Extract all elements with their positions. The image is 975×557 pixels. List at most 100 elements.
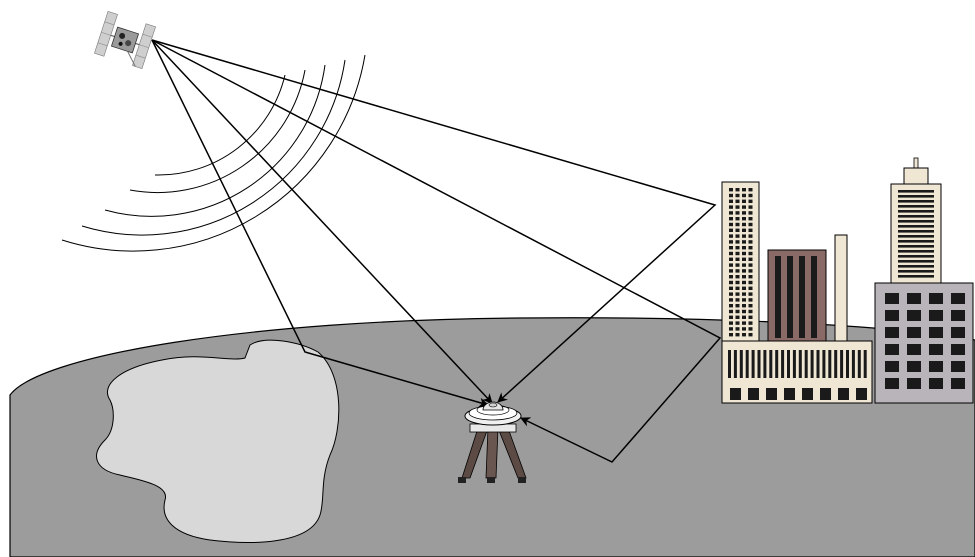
- building-window: [851, 350, 855, 378]
- building-window: [742, 292, 746, 296]
- building-window: [885, 327, 899, 338]
- building-window: [729, 292, 733, 296]
- building-window: [929, 293, 943, 304]
- building-window: [735, 222, 740, 227]
- building-window: [729, 234, 733, 238]
- building-window: [735, 199, 740, 203]
- building-window: [929, 378, 943, 389]
- building-window: [735, 257, 740, 261]
- building-window: [729, 286, 733, 290]
- building-window: [729, 263, 733, 267]
- building-window: [802, 388, 813, 400]
- building-window: [748, 257, 753, 261]
- building-window: [742, 263, 746, 267]
- building-window: [735, 217, 740, 221]
- building-window: [729, 188, 733, 192]
- building-window: [742, 280, 746, 285]
- building-window: [907, 293, 921, 304]
- building-window: [745, 350, 749, 378]
- building-icon: [721, 181, 760, 343]
- building-window: [751, 350, 755, 378]
- building-window: [863, 350, 867, 378]
- building-window: [742, 257, 746, 261]
- building-window: [898, 265, 934, 268]
- building-window: [804, 350, 808, 378]
- building-window: [816, 350, 820, 378]
- building-window: [929, 310, 943, 321]
- building-window: [742, 275, 746, 279]
- building-window: [742, 217, 746, 221]
- building-window: [857, 350, 861, 378]
- building-window: [742, 251, 746, 256]
- building-window: [742, 211, 746, 215]
- building-icon: [767, 249, 827, 343]
- building-window: [729, 205, 733, 209]
- building-window: [748, 251, 753, 256]
- building-window: [735, 211, 740, 215]
- building-window: [898, 255, 934, 258]
- tripod-icon: [458, 423, 527, 483]
- building-window: [907, 327, 921, 338]
- building-window: [735, 275, 740, 279]
- building-window: [951, 293, 965, 304]
- building-window: [735, 263, 740, 267]
- satellite-icon: [94, 10, 156, 70]
- building-window: [729, 280, 733, 285]
- building-window: [748, 388, 759, 400]
- building-window: [729, 315, 733, 319]
- building-window: [898, 210, 934, 213]
- building-window: [742, 269, 746, 273]
- building-window: [742, 333, 746, 337]
- building-window: [748, 246, 753, 250]
- building-window: [742, 240, 746, 244]
- building-window: [729, 222, 733, 227]
- building-window: [742, 228, 746, 232]
- building-window: [735, 286, 740, 290]
- building-window: [729, 240, 733, 244]
- building-window: [951, 361, 965, 372]
- building-window: [763, 350, 767, 378]
- building-window: [775, 350, 779, 378]
- building-window: [742, 188, 746, 192]
- building-window: [781, 350, 785, 378]
- building-window: [729, 211, 733, 215]
- building-window: [748, 315, 753, 319]
- building-window: [735, 205, 740, 209]
- building-window: [742, 315, 746, 319]
- building-window: [885, 361, 899, 372]
- building-window: [822, 350, 826, 378]
- building-window: [766, 388, 777, 400]
- building-window: [735, 193, 740, 198]
- building-window: [748, 193, 753, 198]
- building-window: [748, 240, 753, 244]
- building-window: [907, 344, 921, 355]
- building-window: [729, 269, 733, 273]
- building-window: [898, 275, 934, 278]
- building-window: [729, 217, 733, 221]
- building-window: [748, 298, 753, 302]
- city-buildings: [721, 157, 974, 404]
- building-window: [748, 228, 753, 232]
- building-window: [742, 222, 746, 227]
- building-window: [735, 280, 740, 285]
- building-window: [898, 195, 934, 198]
- building-window: [898, 220, 934, 223]
- building-window: [735, 251, 740, 256]
- building-window: [748, 280, 753, 285]
- building-window: [742, 234, 746, 238]
- building-window: [856, 388, 867, 400]
- building-icon: [721, 340, 873, 404]
- building-window: [898, 235, 934, 238]
- building-window: [838, 388, 849, 400]
- building-window: [885, 344, 899, 355]
- building-window: [748, 292, 753, 296]
- gnss-antenna-icon: [464, 401, 522, 426]
- building-window: [748, 309, 753, 314]
- building-window: [735, 327, 740, 331]
- building-icon: [874, 282, 974, 404]
- building-window: [729, 228, 733, 232]
- signal-waves: [61, 54, 366, 252]
- signal-paths: [151, 39, 722, 463]
- building-window: [929, 344, 943, 355]
- building-window: [820, 388, 831, 400]
